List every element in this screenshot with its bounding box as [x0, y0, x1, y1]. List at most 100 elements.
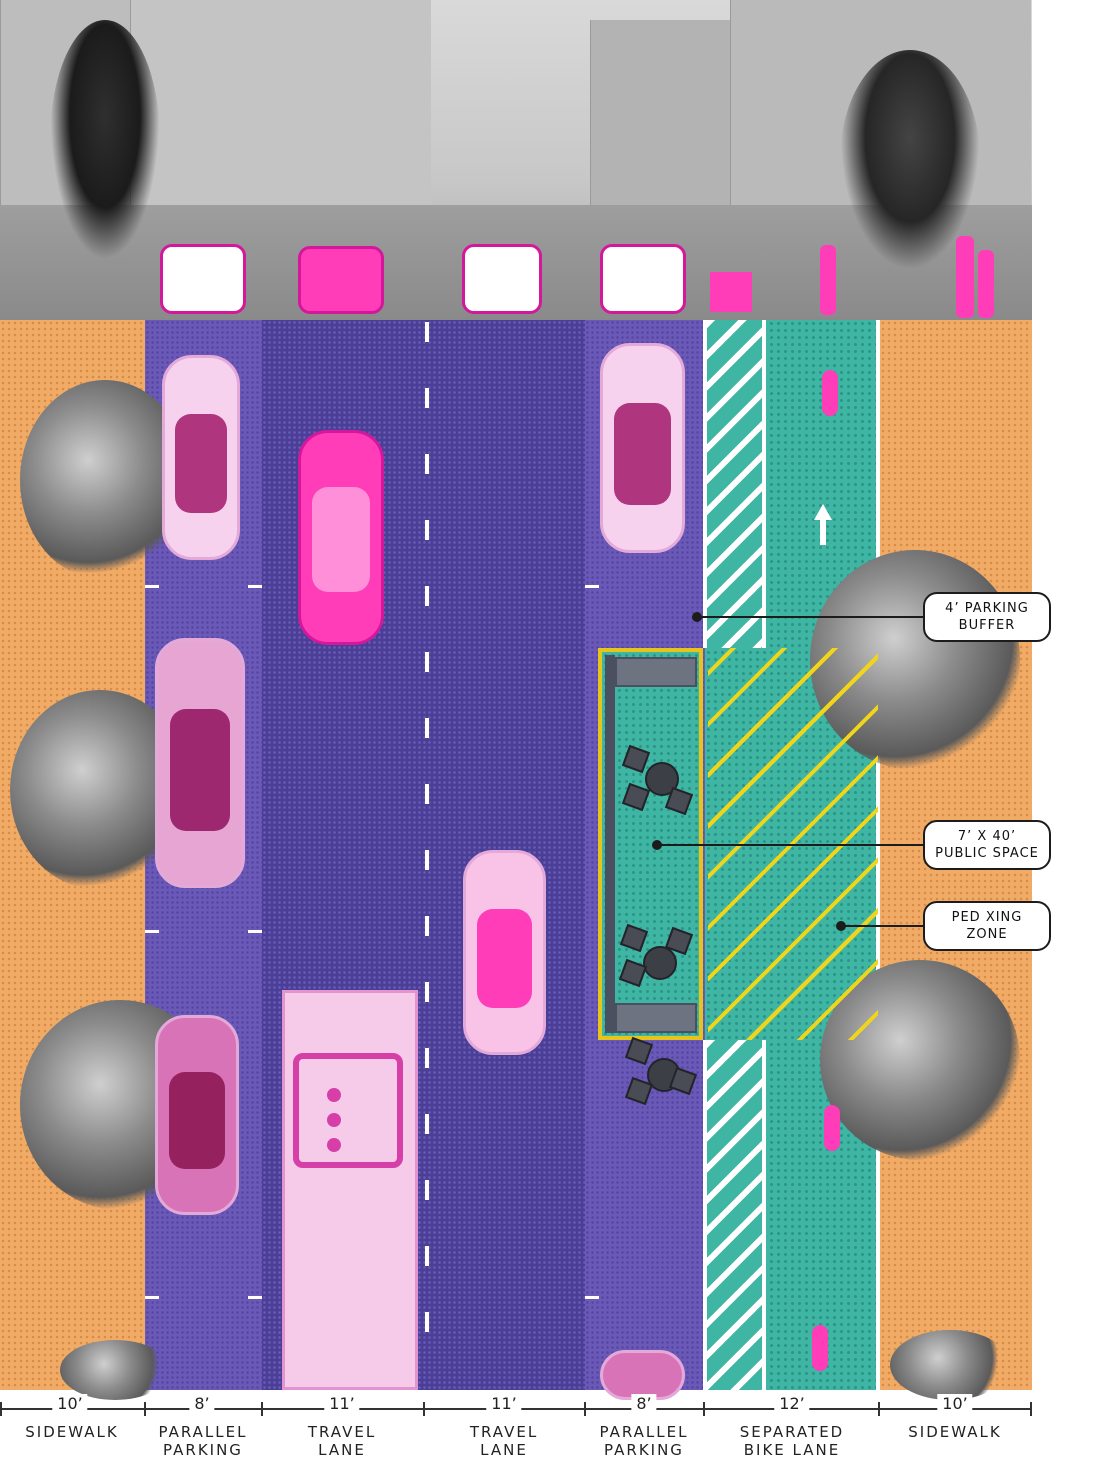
buffer-line — [762, 1040, 766, 1390]
lane-dash — [425, 652, 429, 672]
building — [590, 20, 731, 220]
travel-car-icon — [298, 430, 384, 645]
travel-car-icon — [462, 244, 542, 314]
leader-line — [657, 844, 923, 846]
dimension-label-travel: TRAVEL LANE — [308, 1423, 376, 1459]
dimension-label-parking: PARALLEL PARKING — [159, 1423, 248, 1459]
tree-icon — [20, 380, 190, 580]
dimension-label-line: TRAVEL — [307, 1423, 377, 1441]
lane-dash — [425, 322, 429, 342]
dimension-label-line: PARKING — [604, 1441, 684, 1459]
parking-tick — [145, 1296, 159, 1299]
dimension-tick — [423, 1402, 425, 1416]
parking-tick — [145, 930, 159, 933]
leader-line — [841, 925, 923, 927]
lane-dash — [425, 916, 429, 936]
travel-car-icon — [298, 246, 384, 314]
tree-icon — [50, 20, 160, 260]
parking-buffer-hatch — [707, 1040, 762, 1390]
parking-tick — [248, 1296, 262, 1299]
pedestrian-icon — [956, 236, 974, 318]
lane-dash — [425, 1312, 429, 1332]
dimension-label-parking: PARALLEL PARKING — [600, 1423, 689, 1459]
parking-tick — [585, 585, 599, 588]
dimension-label-line: PARALLEL — [158, 1423, 248, 1441]
callout-public-space: 7’ X 40’ PUBLIC SPACE — [923, 820, 1051, 870]
dimension-width: 8’ — [631, 1394, 657, 1413]
callout-ped-xing: PED XING ZONE — [923, 901, 1051, 951]
planter-icon — [710, 272, 752, 312]
parking-tick — [248, 585, 262, 588]
parklet-barrier — [605, 655, 615, 1033]
street-photo — [0, 0, 1032, 320]
cyclist-icon — [820, 245, 836, 315]
dimension-tick — [1030, 1402, 1032, 1416]
lane-dash — [425, 1246, 429, 1266]
building — [130, 0, 431, 230]
dimension-width: 10’ — [937, 1394, 973, 1413]
lane-dash — [425, 388, 429, 408]
pedestrian-icon — [978, 250, 994, 318]
callout-text: PUBLIC SPACE — [935, 846, 1039, 861]
dimension-width: 12’ — [774, 1394, 810, 1413]
dimension-tick — [144, 1402, 146, 1416]
parked-car-icon — [600, 244, 686, 314]
dimension-label-travel: TRAVEL LANE — [470, 1423, 538, 1459]
lane-dash — [425, 784, 429, 804]
callout-text: 7’ X 40’ — [957, 829, 1017, 844]
table-icon — [643, 946, 677, 980]
parked-truck-icon — [155, 638, 245, 888]
dimension-label-line: BIKE LANE — [743, 1441, 841, 1459]
callout-text: ZONE — [966, 927, 1008, 942]
dimension-width: 11’ — [324, 1394, 360, 1413]
lane-dash — [425, 454, 429, 474]
dimension-label-line: LANE — [318, 1441, 366, 1459]
lane-dash — [425, 982, 429, 1002]
lane-dash — [425, 520, 429, 540]
dimension-width: 10’ — [52, 1394, 88, 1413]
leader-line — [697, 616, 923, 618]
parking-tick — [585, 1296, 599, 1299]
dimension-tick — [703, 1402, 705, 1416]
parked-car-icon — [160, 244, 246, 314]
tree-icon — [840, 50, 980, 270]
tree-icon — [890, 1330, 1010, 1400]
dimension-label-line: SEPARATED — [739, 1423, 845, 1441]
dimension-tick — [878, 1402, 880, 1416]
lane-dash — [425, 850, 429, 870]
dimension-tick — [261, 1402, 263, 1416]
dimension-width: 11’ — [486, 1394, 522, 1413]
callout-parking-buffer: 4’ PARKING BUFFER — [923, 592, 1051, 642]
dimension-tick — [0, 1402, 2, 1416]
lane-dash — [425, 1180, 429, 1200]
callout-text: 4’ PARKING — [945, 601, 1029, 616]
lane-dash — [425, 1114, 429, 1134]
parking-tick — [145, 585, 159, 588]
dimension-tick — [584, 1402, 586, 1416]
parking-buffer-hatch — [707, 320, 762, 648]
parked-car-icon — [155, 1015, 239, 1215]
callout-text: BUFFER — [958, 618, 1016, 633]
bike-lane-edge — [876, 320, 880, 1390]
cyclist-icon — [822, 370, 838, 416]
bench-icon — [615, 1003, 697, 1033]
dimension-label-sidewalk: SIDEWALK — [908, 1423, 1001, 1441]
dimension-label-line: TRAVEL — [469, 1423, 539, 1441]
dimension-label-line: SIDEWALK — [908, 1423, 1002, 1441]
dimension-label-line: SIDEWALK — [25, 1423, 119, 1441]
dimension-label-line: PARKING — [163, 1441, 243, 1459]
dimension-label-line: PARALLEL — [599, 1423, 689, 1441]
direction-arrow-icon — [814, 504, 832, 520]
buffer-line — [703, 1040, 707, 1390]
dimension-width: 8’ — [189, 1394, 215, 1413]
parking-tick — [248, 930, 262, 933]
dimension-label-sidewalk: SIDEWALK — [25, 1423, 118, 1441]
dimension-label-bike: SEPARATED BIKE LANE — [740, 1423, 844, 1459]
buffer-line — [762, 320, 766, 648]
callout-text: PED XING — [951, 910, 1023, 925]
cyclist-icon — [824, 1105, 840, 1151]
dimension-label-line: LANE — [480, 1441, 528, 1459]
lane-dash — [425, 586, 429, 606]
bench-icon — [615, 657, 697, 687]
